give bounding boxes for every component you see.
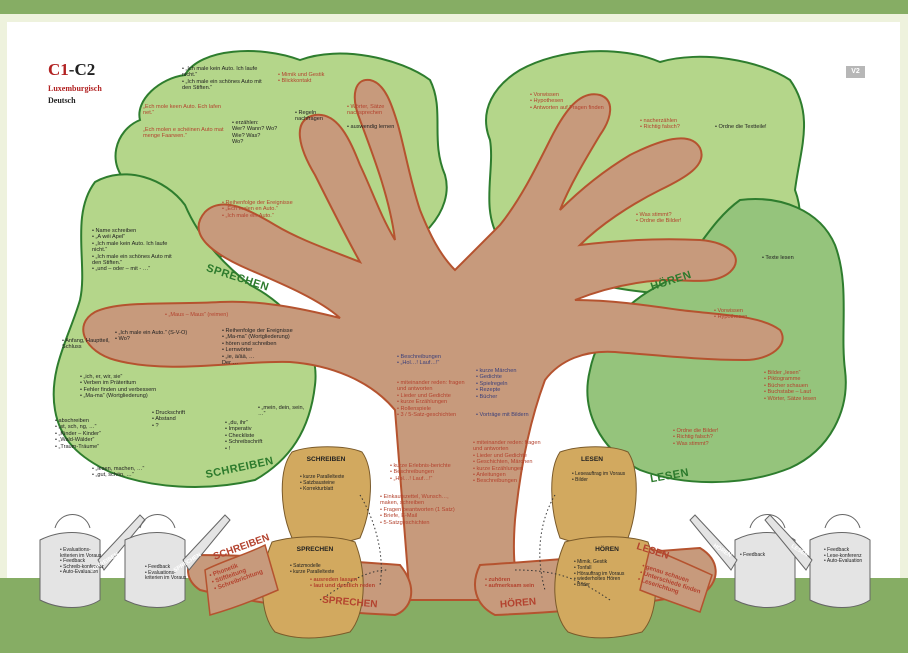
lesen-text-2: • Vorwissen • Hypothesen <box>714 308 748 321</box>
schreiben-text-4: • Reihenfolge der Ereignisse • „Ma-ma“ (… <box>222 328 293 367</box>
schreiben-text-8: • Druckschrift • Abstand • ? <box>152 410 186 429</box>
trunk-text-7: • miteinander reden: fragen und antworte… <box>473 440 541 485</box>
trunk-text-5: • kurze Märchen • Gedichte • Spielregeln… <box>476 368 517 400</box>
trunk-text-6: • Vorträge mit Bildern <box>476 412 529 418</box>
can-4-text: • Feedback • Lese-konferenz • Auto-Evalu… <box>824 547 863 565</box>
dotted-path-4 <box>514 569 611 601</box>
sack-sprechen-shape <box>262 536 364 639</box>
sack-hoeren-text: • Mimik, Gestik • Tonfall • Hörauftrag i… <box>574 559 625 589</box>
sack-lesen-text: • Leseauftrag im Voraus • Bilder <box>572 471 626 483</box>
hoeren-text-4: • Was stimmt? • Ordne die Bilder! <box>636 212 682 225</box>
sack-hoeren-title: HÖREN <box>595 546 619 553</box>
lesen-text-3: • Bilder „lesen“ • Piktogramme • Bücher … <box>764 370 817 402</box>
trunk-text-1: • Beschreibungen • „Hol…! Lauf…!“ <box>397 354 441 367</box>
sprechen-text-1: • „Ich male kein Auto. Ich laufe nicht.“… <box>182 66 262 92</box>
ribbon-right <box>639 546 713 613</box>
dotted-path-1 <box>359 494 382 586</box>
schreiben-text-6: • „ich, er, wir, sie“ • Verben im Präter… <box>80 374 157 400</box>
roots-hoeren-text: • zuhören • aufmerksam sein <box>485 577 535 590</box>
schreiben-text-9: • „du, ihr“ • Imperativ • Checkliste • S… <box>225 420 263 452</box>
trunk-text-3: • kurze Erlebnis-berichte • Beschreibung… <box>390 463 451 482</box>
sprechen-text-3: „Ech mole keen Auto. Ech lafen net.“ <box>143 104 222 117</box>
sprechen-text-4: „Ech molen e schéinen Auto mat menge Faa… <box>143 127 224 140</box>
watering-can-2 <box>124 514 231 608</box>
lesen-text-4: • Ordne die Bilder! • Richtig falsch? • … <box>673 428 719 447</box>
schreiben-text-7: • abschreiben • „st, sch, ng, …“ • „Kind… <box>55 418 101 450</box>
subject-label: Deutsch <box>48 96 76 105</box>
schreiben-text-10: • „mein, dein, sein, …“ <box>258 405 305 418</box>
roots-sprechen-text: • ausreden lassen • laut und deutlich re… <box>310 577 376 590</box>
level-title: C1-C2 <box>48 60 95 80</box>
can-3-text: • Feedback <box>740 552 766 558</box>
schreiben-text-1: • Name schreiben • „A wéi Apel“ • „Ich m… <box>92 228 172 273</box>
sprechen-text-5: • erzählen: Wer? Wann? Wo? Wie? Was? Wo? <box>232 120 278 146</box>
schreiben-text-3: • „Ich male ein Auto.“ (S-V-O) • Wo? <box>115 330 188 343</box>
sack-sprechen-text: • Satzmodelle • kurze Paralleltexte <box>290 563 335 575</box>
watering-can-4 <box>764 514 871 608</box>
version-badge: V2 <box>846 66 865 78</box>
sprechen-text-2: • Mimik und Gestik • Blickkontakt <box>278 72 325 85</box>
language-label: Luxemburgisch <box>48 84 102 93</box>
sack-schreiben-text: • kurze Paralleltexte • Satzbausteine • … <box>300 474 345 492</box>
sack-lesen-title: LESEN <box>581 456 603 463</box>
can-2-text: • Feedback • Evaluations-kriterien im Vo… <box>145 564 187 582</box>
top-band <box>0 0 908 14</box>
sprechen-text-6: • Regeln nachfragen <box>295 110 323 123</box>
schreiben-text-2: • „Maus – Maus“ (reimen) <box>165 312 229 318</box>
sack-schreiben-title: SCHREIBEN <box>306 456 346 463</box>
dotted-path-3 <box>319 569 389 601</box>
trunk-text-2: • miteinander reden: fragen und antworte… <box>397 380 465 419</box>
sprechen-text-9: • Reihenfolge der Ereignisse • „Ech mole… <box>222 200 293 219</box>
hoeren-text-1: • Vorwissen • Hypothesen • Antworten auf… <box>530 92 604 111</box>
watering-can-1 <box>39 514 146 608</box>
level-separator: - <box>68 60 75 79</box>
hoeren-text-2: • nacherzählen • Richtig falsch? <box>640 118 680 131</box>
level-suffix: C2 <box>74 60 96 79</box>
hoeren-text-3: • Ordne die Textteile! <box>715 124 767 130</box>
sack-sprechen-title: SPRECHEN <box>296 546 334 553</box>
sprechen-text-7: • Wörter, Sätze nachsprechen <box>347 104 385 117</box>
sprechen-text-8: • auswendig lernen <box>347 124 395 130</box>
watering-can-3 <box>689 514 796 608</box>
trunk <box>82 78 784 601</box>
dotted-path-2 <box>539 494 556 591</box>
schreiben-text-5: • Anfang, Hauptteil, Schluss <box>62 338 110 351</box>
sack-schreiben-shape <box>281 446 371 544</box>
can-1-text: • Evaluations-kriterien im Voraus • Feed… <box>60 547 104 576</box>
sack-hoeren-shape <box>554 536 657 639</box>
schreiben-text-11: • „lesen, machen, …“ • „gut, schön, …“ <box>92 466 145 479</box>
lesen-text-1: • Texte lesen <box>762 255 794 261</box>
level-prefix: C1 <box>48 60 69 79</box>
trunk-text-4: • Einkaufszettel, Wunsch…, maken, schrei… <box>380 494 455 526</box>
ribbon-left <box>204 543 279 616</box>
